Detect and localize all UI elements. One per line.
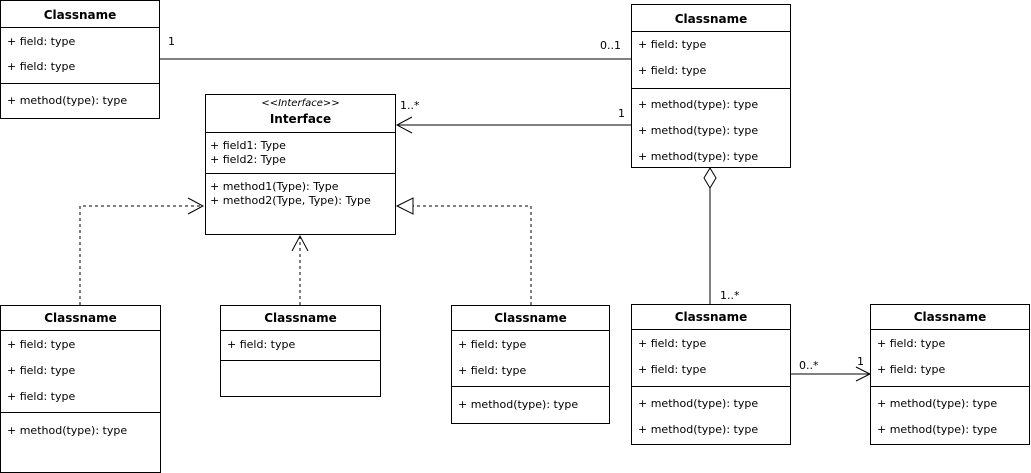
divider [1, 27, 159, 28]
class-field: + field: type [7, 35, 76, 48]
class-method: + method(type): type [638, 397, 759, 410]
divider [1, 83, 159, 84]
multiplicity-label: 0..* [799, 359, 819, 372]
open-arrowhead [395, 116, 413, 134]
interface-field: + field2: Type [210, 153, 286, 166]
class-field: + field: type [458, 364, 527, 377]
class-field: + field: type [7, 390, 76, 403]
interface-method: + method1(Type): Type [210, 180, 339, 193]
divider [1, 412, 160, 413]
multiplicity-label: 0..1 [600, 39, 621, 52]
open-arrowhead [187, 197, 205, 215]
divider [206, 132, 395, 133]
class-title: Classname [264, 311, 337, 325]
class-method: + method(type): type [458, 398, 579, 411]
interface-title: Interface [269, 112, 332, 126]
interface-box[interactable]: <<Interface>> Interface + field1: Type +… [205, 94, 396, 235]
class-title: Classname [494, 311, 567, 325]
divider [206, 173, 395, 174]
class-field: + field: type [7, 364, 76, 377]
class-field: + field: type [638, 38, 707, 51]
divider [452, 330, 609, 331]
divider [632, 31, 790, 32]
realization-line-c3 [79, 205, 203, 305]
class-box[interactable]: Classname + field: type + field: type + … [870, 304, 1030, 445]
class-field: + field: type [227, 338, 296, 351]
divider [871, 386, 1029, 387]
class-method: + method(type): type [7, 424, 128, 437]
class-method: + method(type): type [638, 124, 759, 137]
class-field: + field: type [7, 338, 76, 351]
class-method: + method(type): type [7, 94, 128, 107]
class-box[interactable]: Classname + field: type + field: type + … [631, 304, 791, 445]
interface-field: + field1: Type [210, 139, 286, 152]
class-box[interactable]: Classname + field: type + field: type + … [451, 305, 610, 424]
class-method: + method(type): type [638, 98, 759, 111]
divider [632, 88, 790, 89]
class-box[interactable]: Classname + field: type + field: type + … [0, 305, 161, 473]
divider [632, 386, 790, 387]
divider [221, 330, 380, 331]
class-box[interactable]: Classname + field: type + field: type + … [631, 4, 791, 168]
divider [1, 330, 160, 331]
class-method: + method(type): type [638, 150, 759, 163]
realization-line-c5 [413, 205, 532, 305]
class-title: Classname [913, 310, 987, 324]
class-method: + method(type): type [877, 397, 998, 410]
interface-stereotype: <<Interface>> [261, 98, 340, 109]
divider [452, 386, 609, 387]
class-field: + field: type [638, 337, 707, 350]
class-method: + method(type): type [877, 423, 998, 436]
divider [221, 360, 380, 361]
class-title: Classname [674, 310, 748, 324]
multiplicity-label: 1 [618, 107, 625, 120]
multiplicity-label: 1 [168, 35, 175, 48]
divider [632, 329, 790, 330]
class-title: Classname [44, 311, 117, 325]
multiplicity-label: 1 [857, 355, 864, 368]
interface-method: + method2(Type, Type): Type [210, 194, 371, 207]
multiplicity-label: 1..* [400, 99, 420, 112]
class-field: + field: type [877, 363, 946, 376]
open-arrowhead [291, 234, 309, 252]
class-field: + field: type [7, 60, 76, 73]
class-title: Classname [43, 8, 117, 22]
class-box[interactable]: Classname + field: type + field: type + … [0, 0, 160, 119]
hollow-triangle-arrowhead [395, 197, 414, 215]
class-box[interactable]: Classname + field: type [220, 305, 381, 397]
hollow-diamond [703, 167, 717, 189]
divider [871, 329, 1029, 330]
class-field: + field: type [638, 64, 707, 77]
class-field: + field: type [877, 337, 946, 350]
class-field: + field: type [638, 363, 707, 376]
multiplicity-label: 1..* [720, 289, 740, 302]
class-field: + field: type [458, 338, 527, 351]
class-title: Classname [674, 12, 748, 26]
class-method: + method(type): type [638, 423, 759, 436]
